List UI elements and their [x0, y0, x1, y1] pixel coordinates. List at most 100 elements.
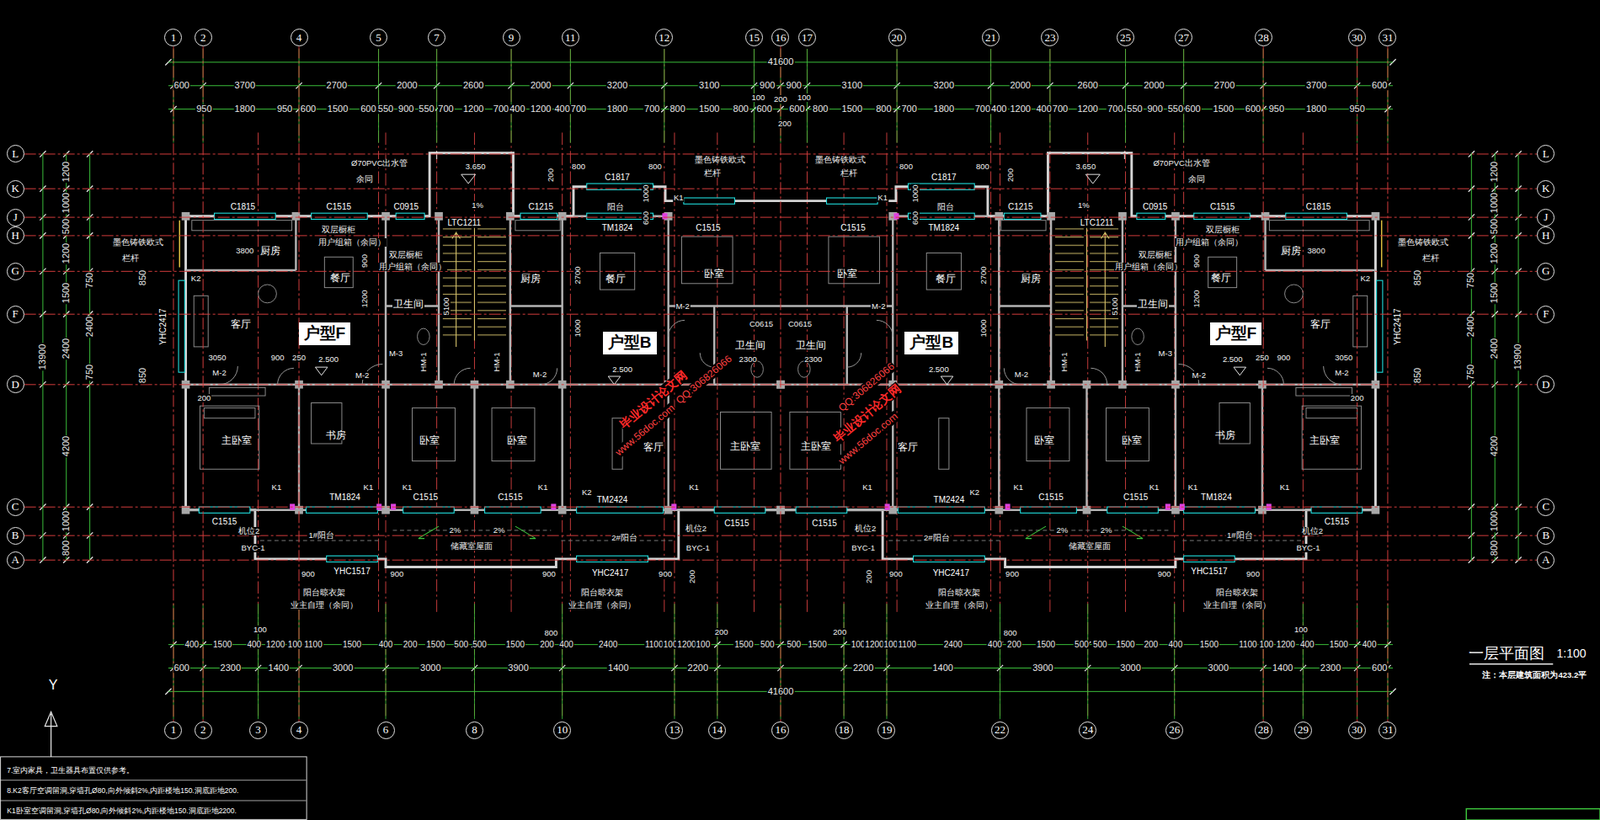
column: [558, 212, 567, 221]
dimension-text: 1000: [1489, 510, 1500, 533]
dimension-text: 400: [553, 104, 571, 115]
annotation-text: 200: [196, 394, 212, 403]
node-text: 18: [838, 724, 850, 736]
room-name: 餐厅: [329, 272, 352, 283]
inner-wall: [186, 216, 781, 511]
axis-bubble: 9: [502, 28, 521, 47]
annotation-text: 2.500: [928, 365, 950, 374]
axis-line: [1386, 46, 1388, 722]
drain-pipe: [429, 150, 438, 160]
axis-bubble: C: [1536, 498, 1555, 517]
dimension-text: 2400: [61, 337, 72, 360]
node-text: K: [10, 182, 19, 195]
dimension-text: 1500: [1114, 640, 1136, 651]
window-code: C1515: [694, 224, 721, 234]
dimension-text: 500: [1073, 640, 1090, 651]
dimension-text: 900: [397, 104, 415, 115]
dimension-text: 550: [377, 104, 395, 115]
annotation-text: 双层橱柜: [388, 250, 424, 260]
annotation-text: 200: [714, 628, 730, 637]
window: [311, 213, 368, 219]
window-code: C0915: [393, 202, 420, 213]
dimension-text: 3000: [331, 663, 354, 674]
annotation-text: C0615: [787, 320, 813, 329]
dimension-text: 750: [1466, 363, 1478, 381]
dimension-text: 3200: [606, 80, 629, 91]
dimension-text: 200: [1006, 640, 1023, 651]
dimension-text: 400: [986, 640, 1003, 651]
annotation-text: K1: [537, 483, 550, 492]
node-text: H: [1541, 229, 1550, 242]
axis-bubble: 30: [1348, 721, 1366, 740]
tv-cabinet: [208, 387, 266, 396]
dimension-text: 500: [61, 218, 72, 235]
axis-line: [24, 234, 1538, 236]
axis-bubble: 25: [1116, 28, 1135, 47]
axis-bubble: 27: [1174, 28, 1193, 47]
room-name: 卫生间: [392, 298, 425, 310]
dimension-text: 1100: [896, 640, 918, 651]
node-text: 29: [1297, 724, 1309, 736]
node-text: L: [11, 148, 19, 160]
annotation-text: M-2: [532, 370, 548, 379]
dimension-text: 13900: [1513, 343, 1524, 372]
annotation-text: 900: [1157, 570, 1173, 579]
annotation-text: 1%: [1077, 201, 1091, 210]
annotation-text: Ø70PVC出水管: [1152, 159, 1211, 168]
annotation-text: K2: [190, 274, 203, 283]
window-code: TM1824: [601, 224, 635, 234]
annotation-text: 2300: [803, 355, 823, 364]
axis-bubble: 1: [164, 721, 182, 740]
annotation-text: K1: [861, 483, 874, 492]
annotation-text: K1: [672, 193, 685, 203]
annotation-text: 业主自理（余同）: [1202, 601, 1272, 610]
annotation-text: 900: [657, 570, 673, 579]
axis-bubble: 10: [553, 721, 571, 740]
window-code: YHC2417: [159, 307, 169, 346]
dimension-text: 1500: [1199, 640, 1220, 651]
annotation-text: 2#阳台: [610, 533, 639, 543]
bed: [491, 408, 535, 462]
dimension-text: 1200: [61, 160, 72, 182]
dimension-text: 800: [61, 539, 72, 557]
dimension-text: 2000: [1008, 80, 1031, 91]
annotation-text: M-2: [1333, 369, 1350, 379]
window-code: YHC1517: [1189, 566, 1228, 576]
node-text: A: [1541, 554, 1550, 566]
axis-bubble: 19: [877, 721, 896, 740]
annotation-text: 800: [543, 629, 559, 639]
columns: [181, 212, 785, 515]
dimension-text: 900: [1146, 104, 1163, 115]
axis-bubble: H: [6, 226, 25, 245]
annotation-text: 墨色铸铁欧式: [1397, 238, 1450, 247]
annotation-text: HM-1: [1060, 352, 1069, 374]
dimension-text: 800: [874, 104, 892, 115]
window: [714, 506, 766, 513]
node-text: 3: [255, 724, 262, 736]
room-name: 客厅: [229, 319, 252, 330]
dimension-text: 550: [1167, 104, 1184, 115]
dimension-text: 1400: [267, 663, 290, 674]
node-text: 户型F: [304, 325, 347, 343]
bed: [681, 236, 733, 284]
dimension-text: 400: [1361, 640, 1378, 651]
axis-bubble: 5: [369, 28, 388, 47]
node-text: 1: [170, 32, 177, 44]
window-code: YHC1517: [332, 566, 371, 576]
axis-line: [1263, 46, 1264, 722]
annotation-text: 阳台晾衣架: [937, 588, 982, 598]
node-text: 20: [891, 32, 903, 44]
dimension-text: 100: [287, 640, 304, 651]
axis-bubble: 28: [1254, 28, 1273, 47]
annotation-text: 800: [1002, 629, 1019, 639]
dimension-text: 1500: [505, 640, 526, 651]
dimension-text: 500: [471, 640, 488, 651]
annotation-text: 双层橱柜: [1205, 225, 1241, 235]
dimension-text: 600: [1184, 104, 1201, 115]
dimension-text: 2700: [325, 80, 348, 91]
annotation-text: K1: [1187, 483, 1200, 492]
dimension-text: 3700: [234, 80, 256, 91]
room-name: 卧室: [1120, 435, 1143, 446]
node-text: 10: [556, 724, 568, 736]
window-code: YHC2417: [932, 569, 971, 579]
